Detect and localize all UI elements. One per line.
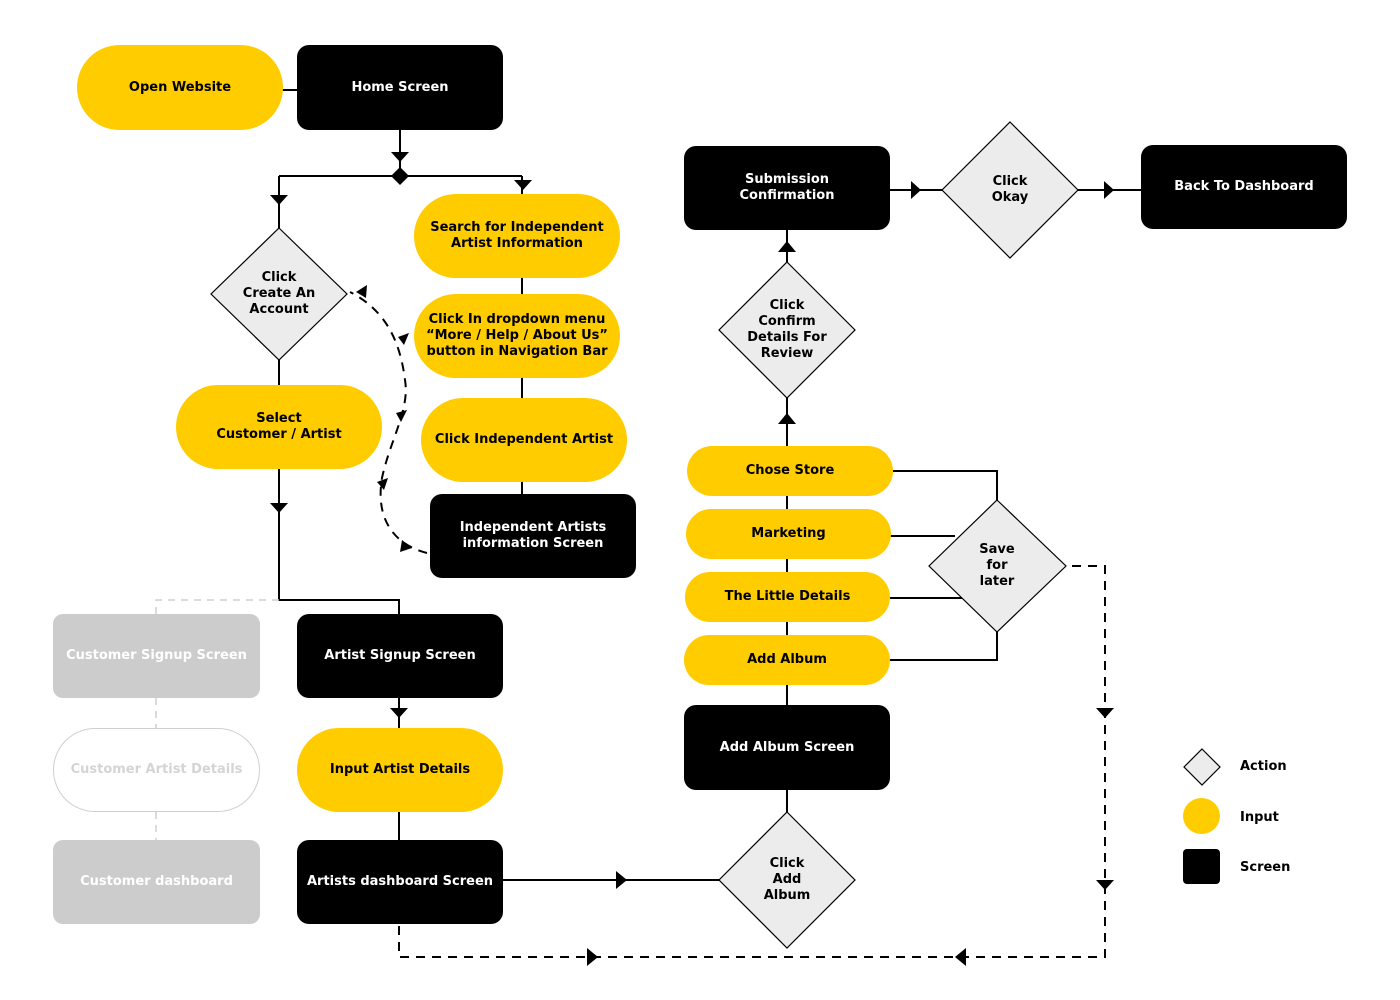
chose-store-node[interactable]: Chose Store (687, 446, 893, 496)
artist-signup-screen-node[interactable]: Artist Signup Screen (297, 614, 503, 698)
legend-action-label: Action (1240, 759, 1287, 774)
save-for-later-diamond (928, 499, 1067, 633)
artists-dashboard-screen-node[interactable]: Artists dashboard Screen (297, 840, 503, 924)
click-confirm-details-label[interactable]: Click Confirm Details For Review (747, 298, 827, 361)
customer-dashboard-node: Customer dashboard (53, 840, 260, 924)
click-add-album-label[interactable]: Click Add Album (763, 856, 811, 903)
customer-artist-details-node: Customer Artist Details (53, 728, 260, 812)
marketing-node[interactable]: Marketing (686, 509, 891, 559)
home-screen-node[interactable]: Home Screen (297, 45, 503, 130)
input-legend-icon (1183, 798, 1220, 834)
submission-confirmation-node[interactable]: Submission Confirmation (684, 146, 890, 230)
independent-artists-screen-node[interactable]: Independent Artists information Screen (430, 494, 636, 578)
screen-legend-icon (1183, 849, 1220, 884)
create-account-diamond (210, 227, 348, 361)
add-album-node[interactable]: Add Album (684, 635, 890, 685)
input-artist-details-node[interactable]: Input Artist Details (297, 728, 503, 812)
add-album-diamond (718, 811, 856, 949)
legend-input-label: Input (1240, 810, 1279, 825)
click-independent-artist-node[interactable]: Click Independent Artist (421, 398, 627, 482)
select-customer-artist-node[interactable]: Select Customer / Artist (176, 385, 382, 469)
legend-screen-label: Screen (1240, 860, 1291, 875)
save-for-later-label[interactable]: Save for later (979, 542, 1015, 589)
open-website-node[interactable]: Open Website (77, 45, 283, 130)
search-artist-info-node[interactable]: Search for Independent Artist Informatio… (414, 194, 620, 278)
little-details-node[interactable]: The Little Details (685, 572, 890, 622)
back-to-dashboard-node[interactable]: Back To Dashboard (1141, 145, 1347, 229)
click-okay-label[interactable]: Click Okay (991, 174, 1029, 205)
click-dropdown-node[interactable]: Click In dropdown menu “More / Help / Ab… (414, 294, 620, 378)
click-create-account-label[interactable]: Click Create An Account (242, 270, 316, 317)
customer-signup-screen-node: Customer Signup Screen (53, 614, 260, 698)
confirm-details-diamond (718, 261, 856, 399)
action-legend-icon (1183, 748, 1221, 786)
add-album-screen-node[interactable]: Add Album Screen (684, 705, 890, 790)
okay-diamond (941, 121, 1079, 259)
